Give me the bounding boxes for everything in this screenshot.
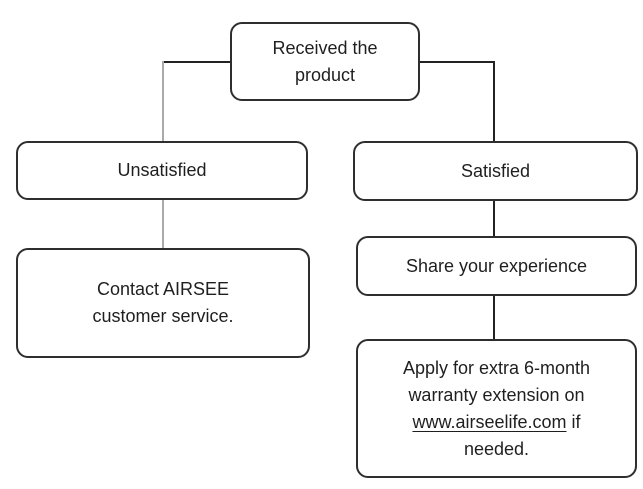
node-unsatisfied-label: Unsatisfied	[117, 160, 207, 180]
connector-received-to-satisfied-vertical	[493, 61, 495, 141]
node-satisfied-label: Satisfied	[460, 160, 531, 181]
node-apply-label-line2: warranty extension on	[408, 384, 585, 405]
node-received-the-product: Received the product	[230, 22, 420, 101]
node-apply-warranty-label: Apply for extra 6-month warranty extensi…	[403, 355, 590, 463]
connector-share-to-apply-vertical	[493, 296, 495, 339]
warranty-site-link[interactable]: www.airseelife.com	[412, 411, 567, 432]
connector-received-to-unsatisfied-horizontal	[163, 61, 230, 63]
node-apply-label-line1: Apply for extra 6-month	[402, 357, 591, 378]
node-contact-label: Contact AIRSEE customer service.	[92, 276, 233, 330]
node-apply-label-line3-suffix: if	[566, 411, 581, 432]
connector-satisfied-to-share-vertical	[493, 201, 495, 236]
node-unsatisfied: Unsatisfied	[16, 141, 308, 200]
node-contact-label-line2: customer service.	[92, 306, 234, 326]
node-share-experience: Share your experience	[356, 236, 637, 296]
node-received-label-line1: Received the	[272, 37, 378, 58]
connector-unsatisfied-to-contact-vertical	[162, 200, 164, 248]
connector-received-to-satisfied-horizontal	[420, 61, 495, 63]
node-apply-label-line3: www.airseelife.com if	[403, 409, 590, 436]
node-contact-customer-service: Contact AIRSEE customer service.	[16, 248, 310, 358]
node-received-label-line2: product	[294, 64, 356, 85]
node-received-label: Received the product	[272, 35, 377, 89]
node-apply-warranty: Apply for extra 6-month warranty extensi…	[356, 339, 637, 478]
node-apply-label-line4: needed.	[463, 438, 530, 459]
node-satisfied: Satisfied	[353, 141, 638, 201]
node-share-experience-label: Share your experience	[405, 255, 588, 276]
connector-received-to-unsatisfied-vertical	[162, 61, 164, 141]
node-contact-label-line1: Contact AIRSEE	[96, 279, 230, 299]
